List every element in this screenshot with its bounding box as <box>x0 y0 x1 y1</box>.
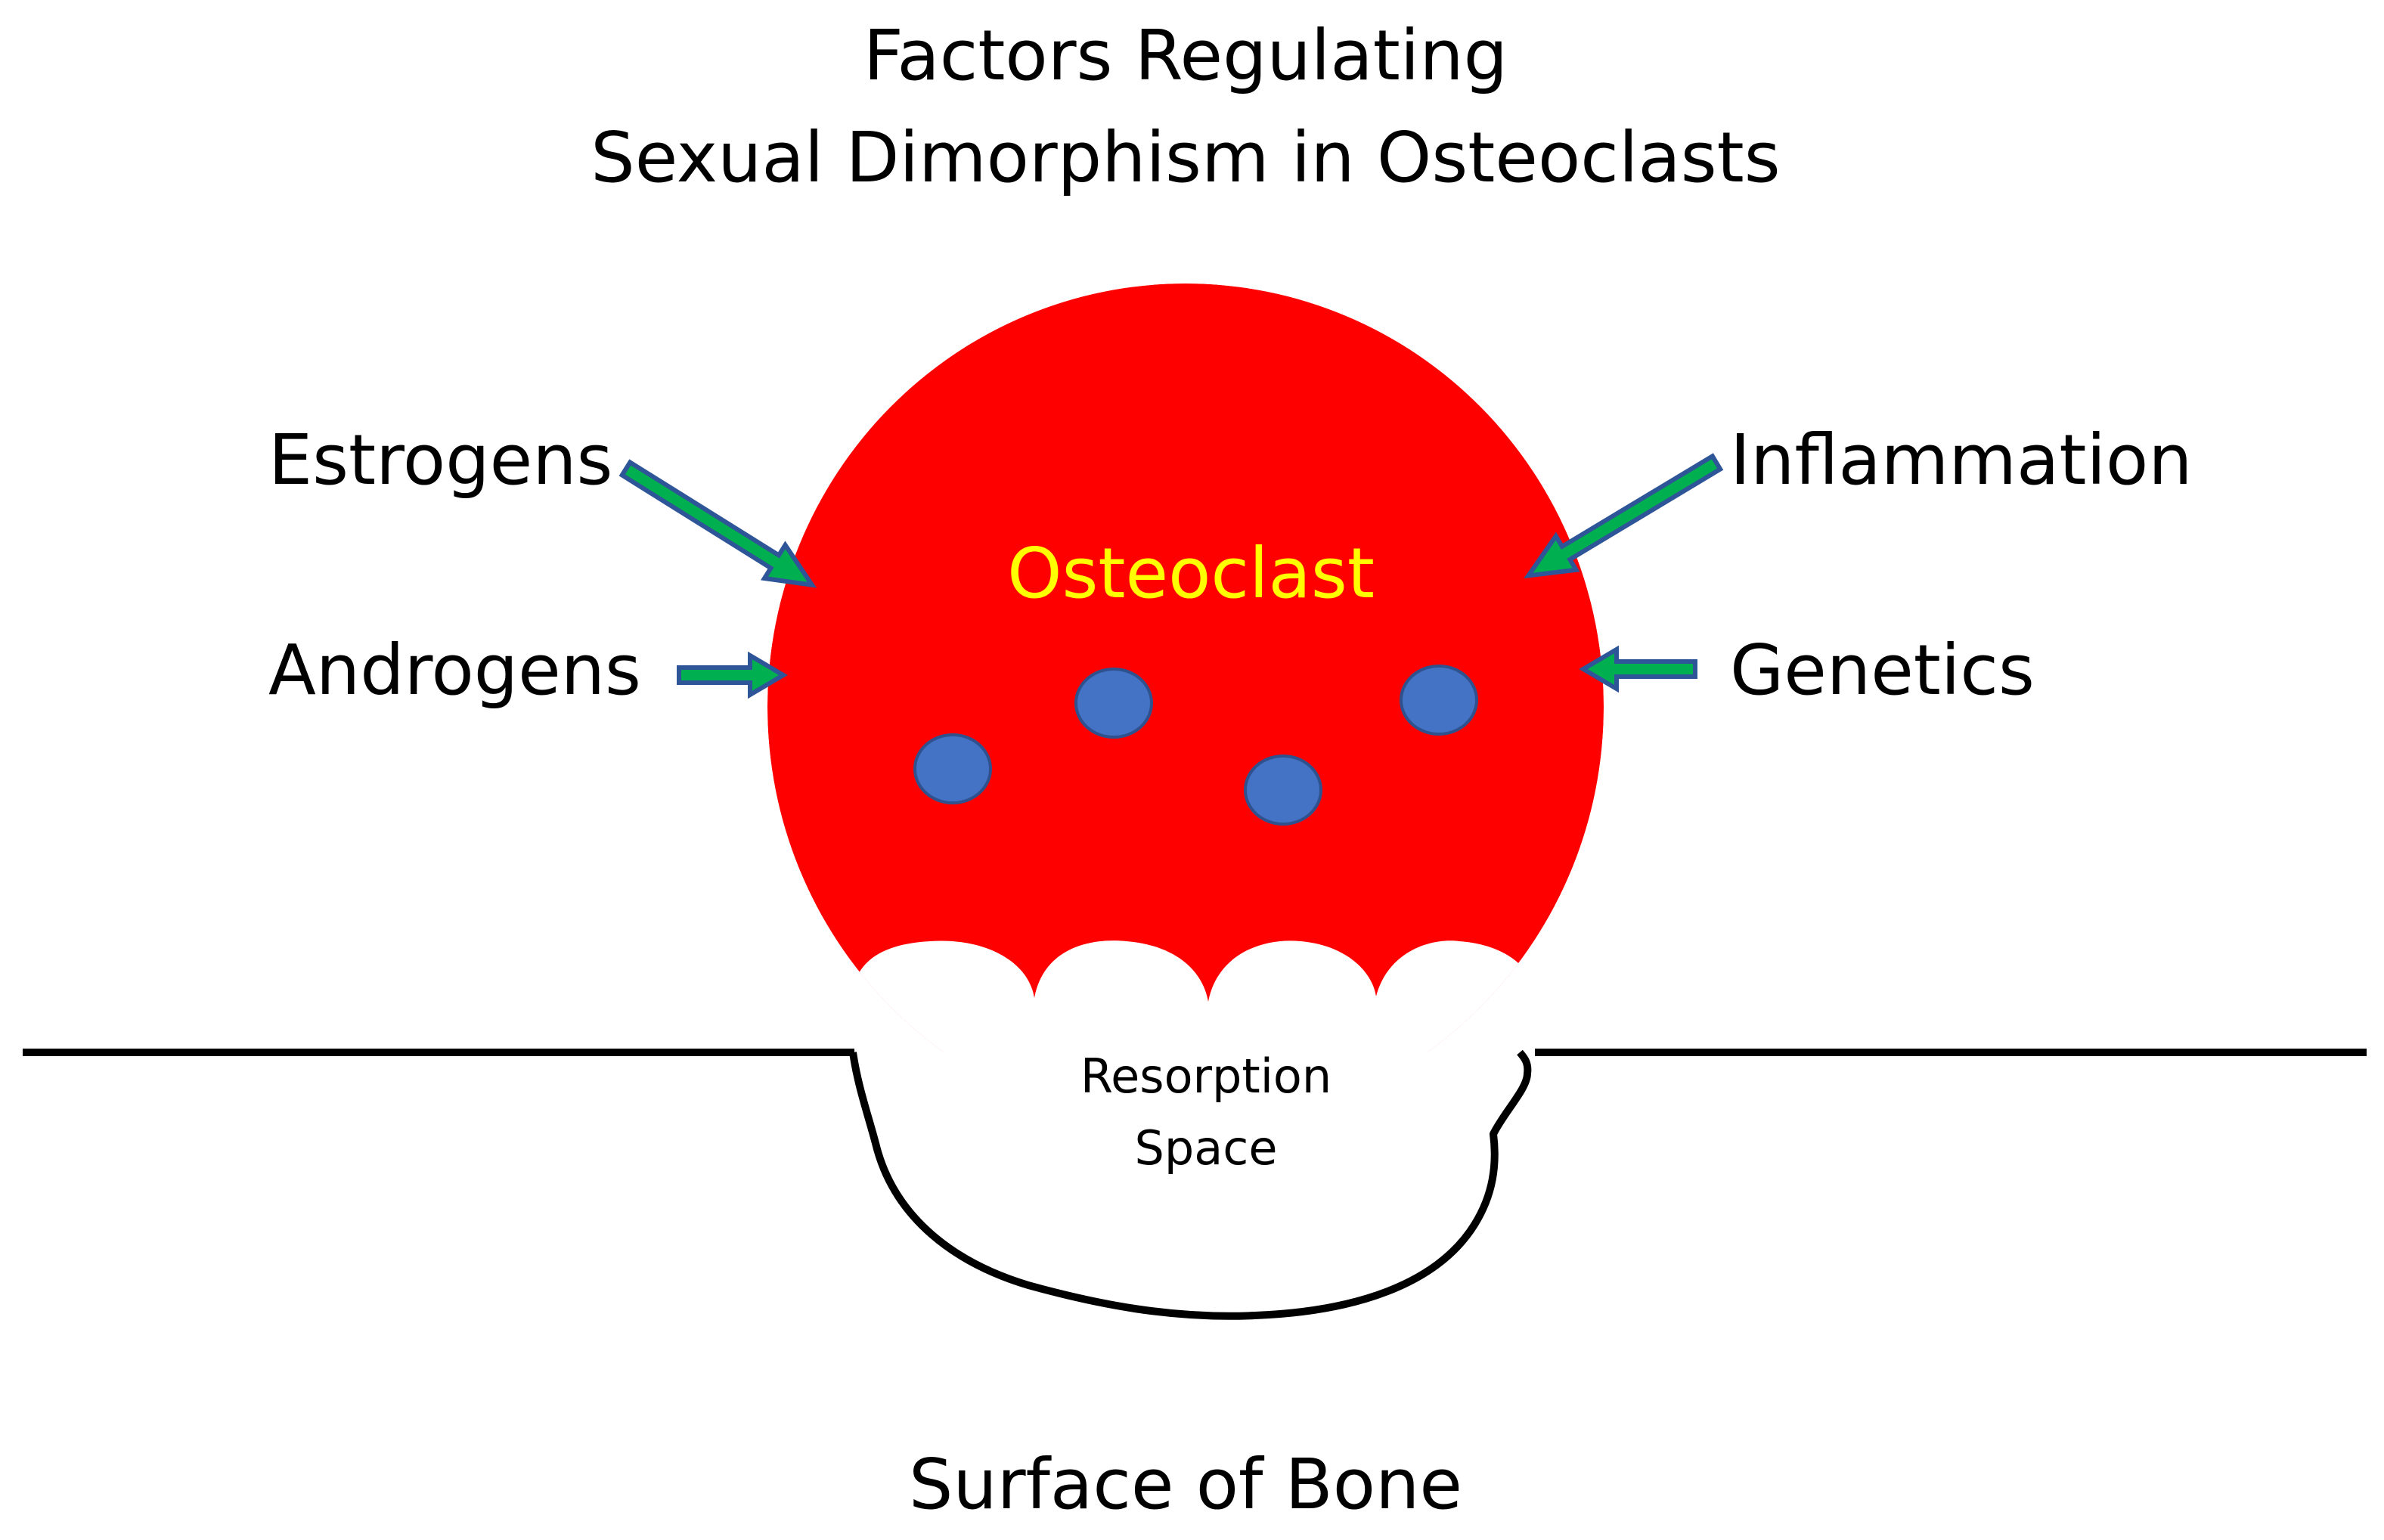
androgens-arrow <box>677 651 788 699</box>
nucleus-2 <box>1074 668 1153 739</box>
factor-inflammation: Inflammation <box>1730 420 2193 500</box>
nucleus-3 <box>1244 755 1322 826</box>
nucleus-4 <box>1400 665 1478 736</box>
factor-genetics: Genetics <box>1730 630 2035 711</box>
nucleus-1 <box>913 733 992 804</box>
estrogens-arrow <box>618 459 817 588</box>
bone-surface-label: Surface of Bone <box>909 1444 1462 1525</box>
inflammation-arrow <box>1524 453 1724 579</box>
title-line-2: Sexual Dimorphism in Osteoclasts <box>591 117 1780 198</box>
resorption-label-line-1: Resorption <box>1080 1049 1332 1104</box>
ruffled-border <box>851 940 1539 1058</box>
osteoclast-cell <box>767 284 1604 1130</box>
factor-estrogens: Estrogens <box>268 420 612 500</box>
factor-androgens: Androgens <box>268 630 641 711</box>
osteoclast-label: Osteoclast <box>1007 533 1375 614</box>
title-line-1: Factors Regulating <box>863 15 1508 96</box>
genetics-arrow <box>1579 645 1697 693</box>
resorption-pit <box>849 1049 1532 1320</box>
resorption-label-line-2: Space <box>1135 1120 1278 1176</box>
